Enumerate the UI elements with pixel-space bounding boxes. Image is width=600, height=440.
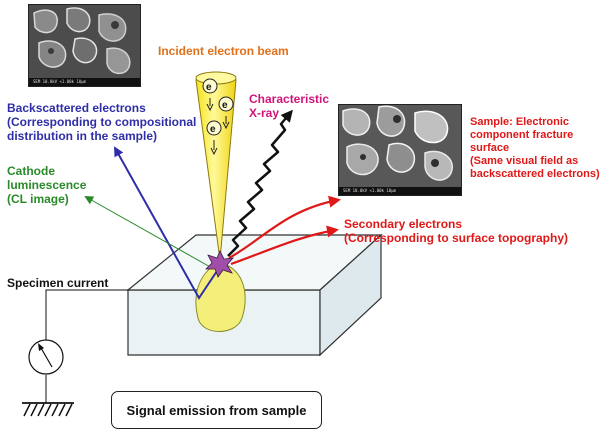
ammeter-icon [28, 339, 64, 375]
label-specimen-current: Specimen current [7, 276, 109, 290]
specimen-block [126, 233, 383, 357]
secondary-micrograph: SEM 10.0kV ×1.00k 10µm [338, 104, 462, 196]
caption-text: Signal emission from sample [126, 402, 307, 418]
xray-zigzag-arrow [227, 109, 293, 257]
cathode-arrow [84, 196, 213, 269]
secondary-arrow-lower [230, 225, 339, 266]
label-backscattered: Backscattered electrons (Corresponding t… [7, 101, 197, 143]
micrograph-texture [339, 105, 461, 187]
beam-electron [218, 96, 234, 130]
star-burst-icon [205, 250, 234, 278]
specimen-side-face [319, 233, 382, 357]
micrograph-info-bar: SEM 10.0kV ×1.00k 10µm [339, 187, 461, 195]
specimen-current-wire [45, 289, 128, 340]
electron-symbol: e [210, 124, 216, 135]
caption-box: Signal emission from sample [111, 391, 322, 429]
ground-hatch-icon [22, 402, 74, 417]
label-sample: Sample: Electronic component fracture su… [470, 116, 600, 180]
electron-symbol: e [222, 100, 228, 111]
interaction-volume [195, 261, 246, 332]
micrograph-texture [29, 5, 140, 78]
backscattered-arrow [114, 146, 224, 300]
label-incident-beam: Incident electron beam [158, 44, 289, 58]
secondary-arrow-upper [228, 195, 341, 259]
beam-electron [206, 120, 222, 156]
label-characteristic-xray: Characteristic X-ray [249, 92, 330, 120]
electron-symbol: e [206, 82, 212, 93]
beam-electron [202, 78, 218, 112]
backscattered-micrograph: SEM 10.0kV ×1.00k 10µm [28, 4, 141, 87]
label-cathode: Cathode luminescence (CL image) [7, 164, 87, 206]
micrograph-info-bar: SEM 10.0kV ×1.00k 10µm [29, 78, 140, 86]
label-secondary: Secondary electrons (Corresponding to su… [344, 217, 569, 245]
